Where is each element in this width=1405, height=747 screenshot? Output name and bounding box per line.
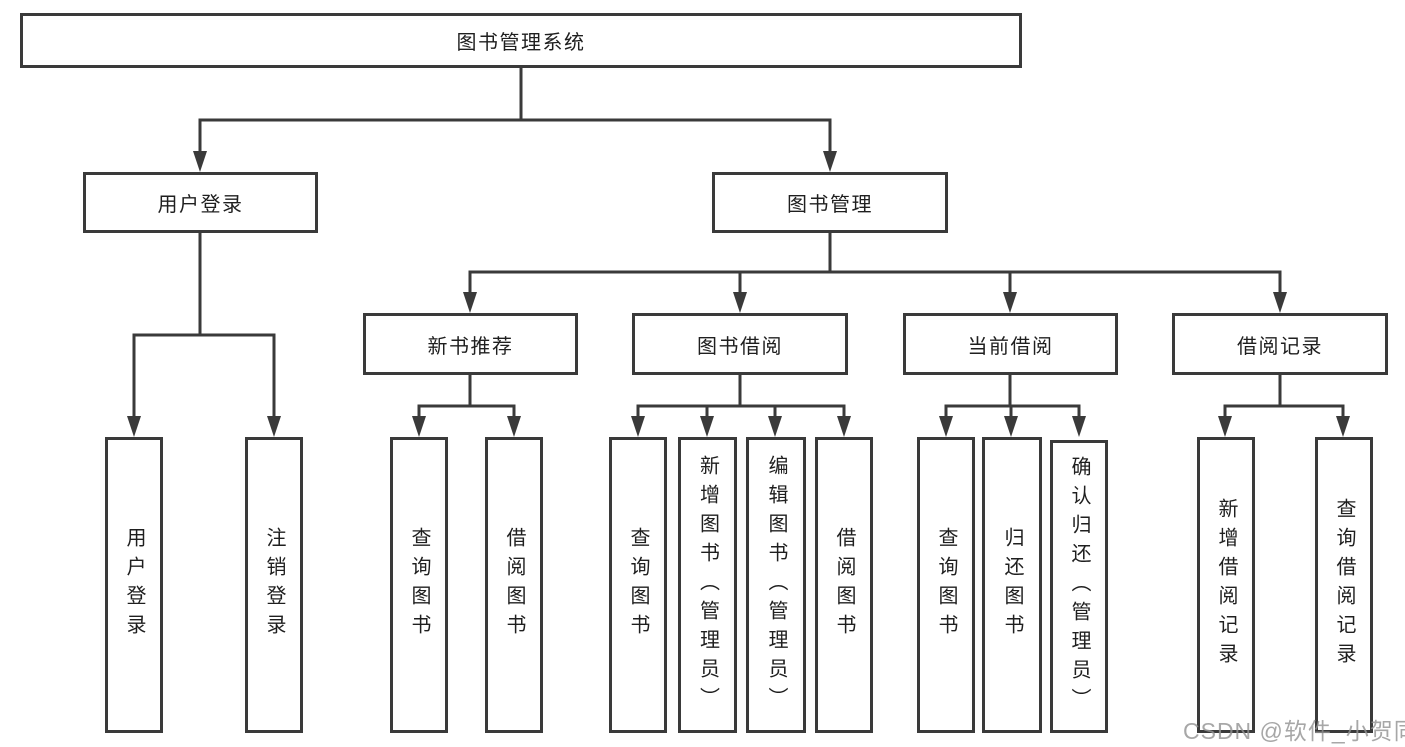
leaf-logout: 注销登录 xyxy=(245,437,303,733)
node-library-management-system: 图书管理系统 xyxy=(20,13,1022,68)
leaf-record-add-borrow-record: 新增借阅记录 xyxy=(1197,437,1255,733)
node-label: 借阅图书 xyxy=(833,527,855,643)
watermark: CSDN @软件_小贺同学 xyxy=(1183,718,1405,744)
node-label: 图书管理系统 xyxy=(456,32,586,54)
leaf-borrow-borrow-book: 借阅图书 xyxy=(815,437,873,733)
node-label: 用户登录 xyxy=(157,194,244,216)
node-new-book-recommend: 新书推荐 xyxy=(363,313,578,375)
node-label: 编辑图书（管理员） xyxy=(765,454,787,716)
node-label: 用户登录 xyxy=(123,527,145,643)
leaf-current-query-book: 查询图书 xyxy=(917,437,975,733)
node-label: 当前借阅 xyxy=(967,335,1054,358)
node-label: 归还图书 xyxy=(1001,527,1023,643)
node-label: 新增图书（管理员） xyxy=(696,454,719,716)
leaf-newbook-borrow-book: 借阅图书 xyxy=(485,437,543,733)
leaf-newbook-query-book: 查询图书 xyxy=(390,437,448,733)
leaf-record-query-borrow-record: 查询借阅记录 xyxy=(1315,437,1373,733)
node-current-borrow: 当前借阅 xyxy=(903,313,1118,375)
leaf-user-login: 用户登录 xyxy=(105,437,163,733)
node-label: 图书管理 xyxy=(787,194,873,216)
node-label: 借阅图书 xyxy=(503,527,525,643)
leaf-borrow-add-book-admin: 新增图书（管理员） xyxy=(678,437,737,733)
leaf-current-return-book: 归还图书 xyxy=(982,437,1042,733)
node-label: 注销登录 xyxy=(263,527,285,643)
node-label: 确认归还（管理员） xyxy=(1068,456,1090,717)
leaf-borrow-query-book: 查询图书 xyxy=(609,437,667,733)
node-borrow-record: 借阅记录 xyxy=(1172,313,1388,375)
leaf-borrow-edit-book-admin: 编辑图书（管理员） xyxy=(746,437,806,733)
node-label: 查询图书 xyxy=(627,527,649,643)
node-label: 借阅记录 xyxy=(1237,335,1323,358)
arrowhead-icons xyxy=(127,151,1350,437)
node-label: 查询借阅记录 xyxy=(1333,498,1355,672)
node-book-borrow: 图书借阅 xyxy=(632,313,848,375)
leaf-current-confirm-return-admin: 确认归还（管理员） xyxy=(1050,440,1108,733)
node-label: 查询图书 xyxy=(408,527,430,643)
node-label: 图书借阅 xyxy=(697,335,783,358)
node-book-management: 图书管理 xyxy=(712,172,948,233)
node-label: 新增借阅记录 xyxy=(1215,498,1237,672)
node-user-login: 用户登录 xyxy=(83,172,318,233)
node-label: 新书推荐 xyxy=(427,335,514,358)
node-label: 查询图书 xyxy=(935,527,957,643)
